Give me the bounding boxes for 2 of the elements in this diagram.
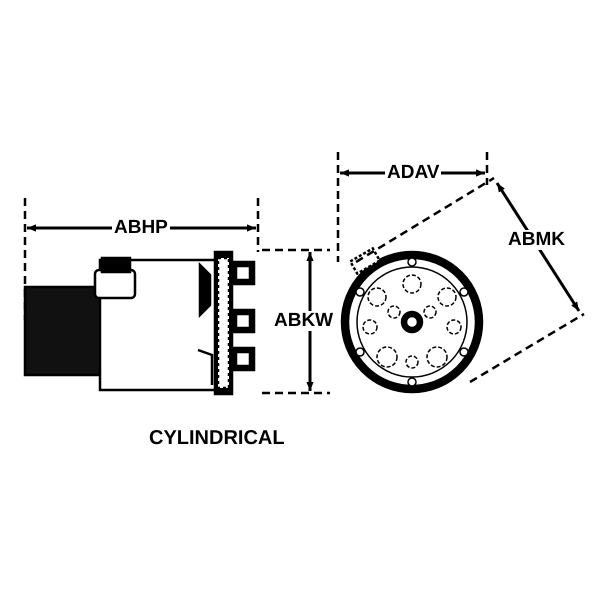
dimension-label: ABKW bbox=[272, 311, 336, 331]
dimension-label: ABMK bbox=[506, 230, 567, 250]
